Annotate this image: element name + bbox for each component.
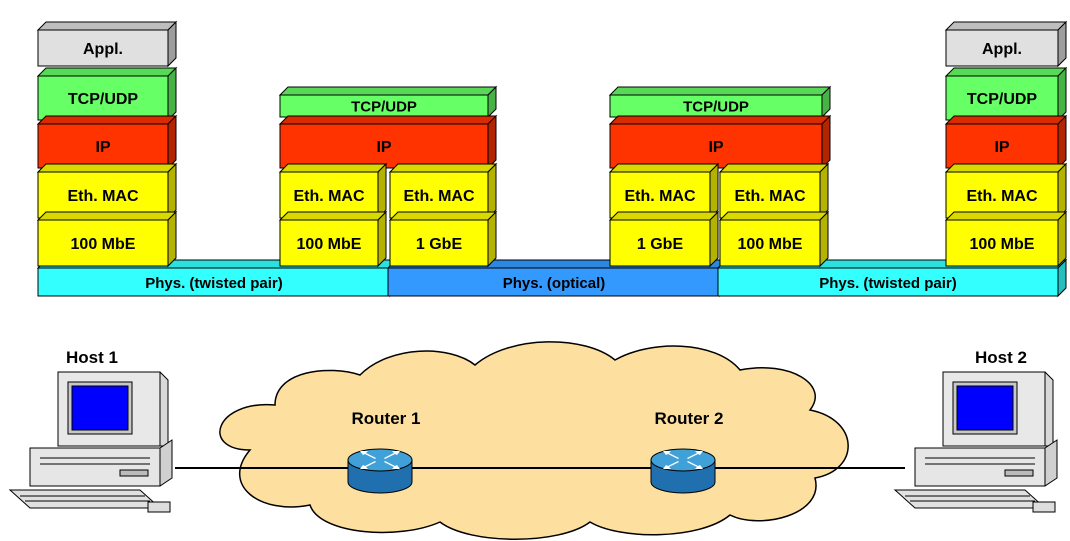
host-1-computer-icon	[8, 371, 173, 513]
host2-tcp-layer-label: TCP/UDP	[967, 91, 1038, 108]
router2-speed-right: 100 MbE	[718, 210, 830, 268]
host2-tcp-layer: TCP/UDP	[944, 66, 1068, 122]
router1-speed-right-label: 1 GbE	[416, 236, 463, 253]
host1-ip-layer: IP	[36, 114, 178, 170]
router1-tcp-layer: TCP/UDP	[278, 85, 498, 119]
router2-mac-right: Eth. MAC	[718, 162, 830, 220]
router2-tcp-layer-label: TCP/UDP	[683, 98, 749, 115]
router-1-label: Router 1	[352, 409, 421, 428]
router1-mac-left-label: Eth. MAC	[293, 188, 365, 205]
router-2	[650, 448, 716, 494]
router1-ip-layer-label: IP	[376, 139, 391, 156]
router1-mac-left: Eth. MAC	[278, 162, 388, 220]
router-arrows-icon	[360, 451, 400, 469]
host2-ip-layer: IP	[944, 114, 1068, 170]
phys-label-middle: Phys. (optical)	[503, 275, 606, 292]
router1-speed-left: 100 MbE	[278, 210, 388, 268]
router2-mac-left: Eth. MAC	[608, 162, 720, 220]
host2-ip-layer-label: IP	[994, 139, 1009, 156]
protocol-stacks: Appl. TCP/UDP IP Eth. MAC 100 MbE TCP/UDP IP Et…	[36, 20, 1068, 268]
host1-tcp-layer: TCP/UDP	[36, 66, 178, 122]
host1-appl-layer-label: Appl.	[83, 41, 123, 58]
host2-speed-layer: 100 MbE	[944, 210, 1068, 268]
network-cloud	[219, 341, 849, 540]
router1-mac-right-label: Eth. MAC	[403, 188, 475, 205]
router-2-label: Router 2	[655, 409, 724, 428]
host2-appl-layer-label: Appl.	[982, 41, 1022, 58]
router2-ip-layer: IP	[608, 114, 832, 170]
router1-tcp-layer-label: TCP/UDP	[351, 98, 417, 115]
host2-mac-layer-label: Eth. MAC	[966, 188, 1038, 205]
router1-mac-right: Eth. MAC	[388, 162, 498, 220]
host1-mac-layer: Eth. MAC	[36, 162, 178, 220]
router2-speed-right-label: 100 MbE	[738, 236, 803, 253]
router2-ip-layer-label: IP	[708, 139, 723, 156]
host1-speed-layer-label: 100 MbE	[71, 236, 136, 253]
host2-speed-layer-label: 100 MbE	[970, 236, 1035, 253]
host1-mac-layer-label: Eth. MAC	[67, 188, 139, 205]
router2-speed-left: 1 GbE	[608, 210, 720, 268]
router2-mac-right-label: Eth. MAC	[734, 188, 806, 205]
router2-tcp-layer: TCP/UDP	[608, 85, 832, 119]
host2-appl-layer: Appl.	[944, 20, 1068, 68]
router-arrows-icon	[663, 451, 703, 469]
router1-speed-left-label: 100 MbE	[297, 236, 362, 253]
host1-speed-layer: 100 MbE	[36, 210, 178, 268]
host-2-label: Host 2	[975, 348, 1027, 367]
router2-speed-left-label: 1 GbE	[637, 236, 684, 253]
host1-ip-layer-label: IP	[95, 139, 110, 156]
host1-tcp-layer-label: TCP/UDP	[68, 91, 139, 108]
router-1	[347, 448, 413, 494]
host1-appl-layer: Appl.	[36, 20, 178, 68]
router1-ip-layer: IP	[278, 114, 498, 170]
phys-label-right: Phys. (twisted pair)	[819, 275, 957, 292]
host2-mac-layer: Eth. MAC	[944, 162, 1068, 220]
router1-speed-right: 1 GbE	[388, 210, 498, 268]
host-1-label: Host 1	[66, 348, 118, 367]
router2-mac-left-label: Eth. MAC	[624, 188, 696, 205]
phys-label-left: Phys. (twisted pair)	[145, 275, 283, 292]
host-2-computer-icon	[893, 371, 1058, 513]
